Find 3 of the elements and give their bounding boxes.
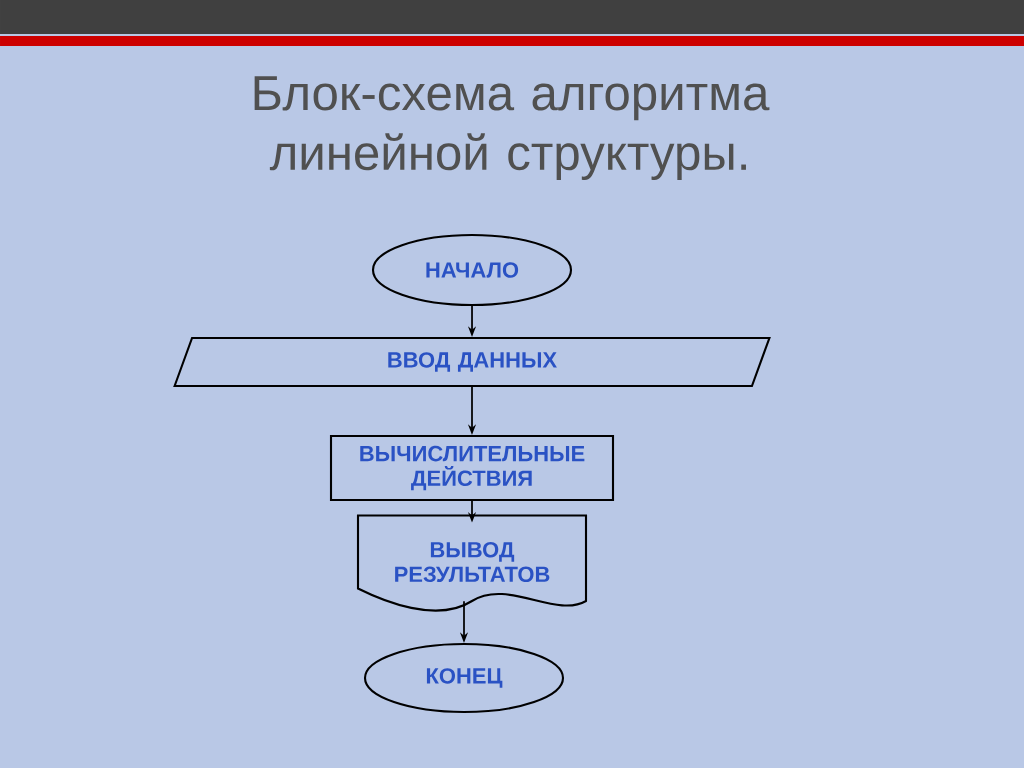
input-parallelogram: ВВОД ДАННЫХ (173, 336, 771, 388)
slide-title: Блок-схема алгоритма линейной структуры. (254, 76, 770, 180)
process-box: ВЫЧИСЛИТЕЛЬНЫЕ ДЕЙСТВИЯ (329, 434, 615, 502)
